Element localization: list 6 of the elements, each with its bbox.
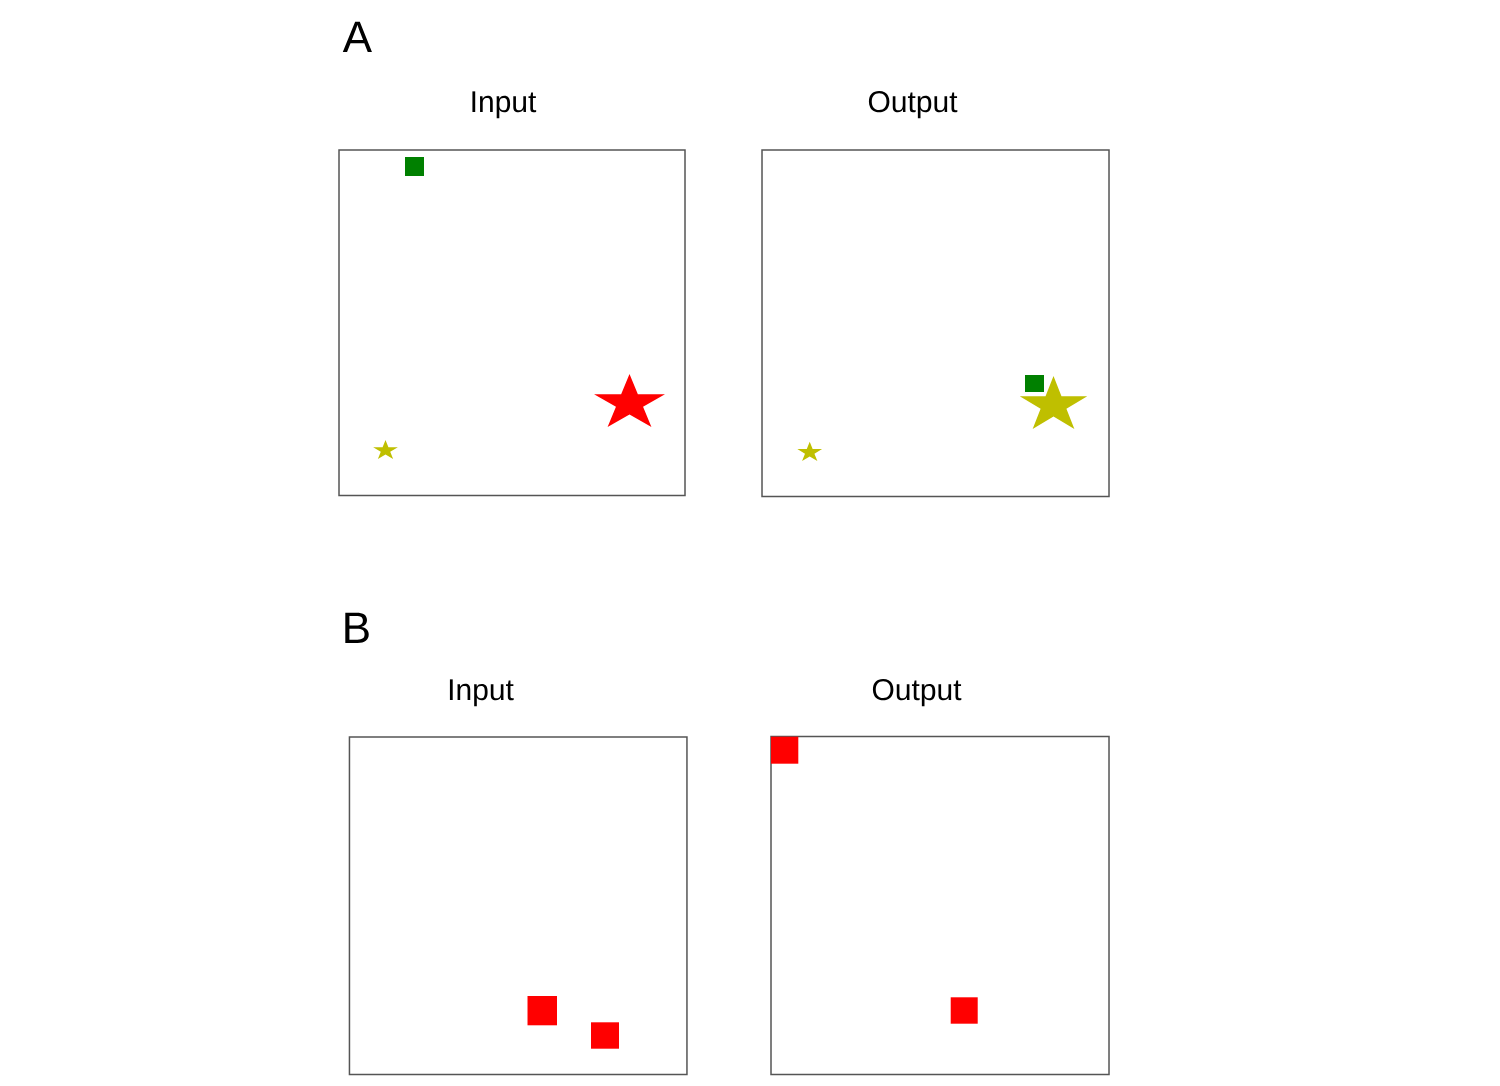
panel-title: Output — [868, 91, 958, 119]
panel-letter: A — [342, 21, 372, 52]
panel-letter: B — [345, 612, 369, 643]
panel-title: Input — [449, 679, 514, 707]
panel-title: Output — [872, 679, 962, 707]
panel-title: Input — [472, 91, 537, 119]
